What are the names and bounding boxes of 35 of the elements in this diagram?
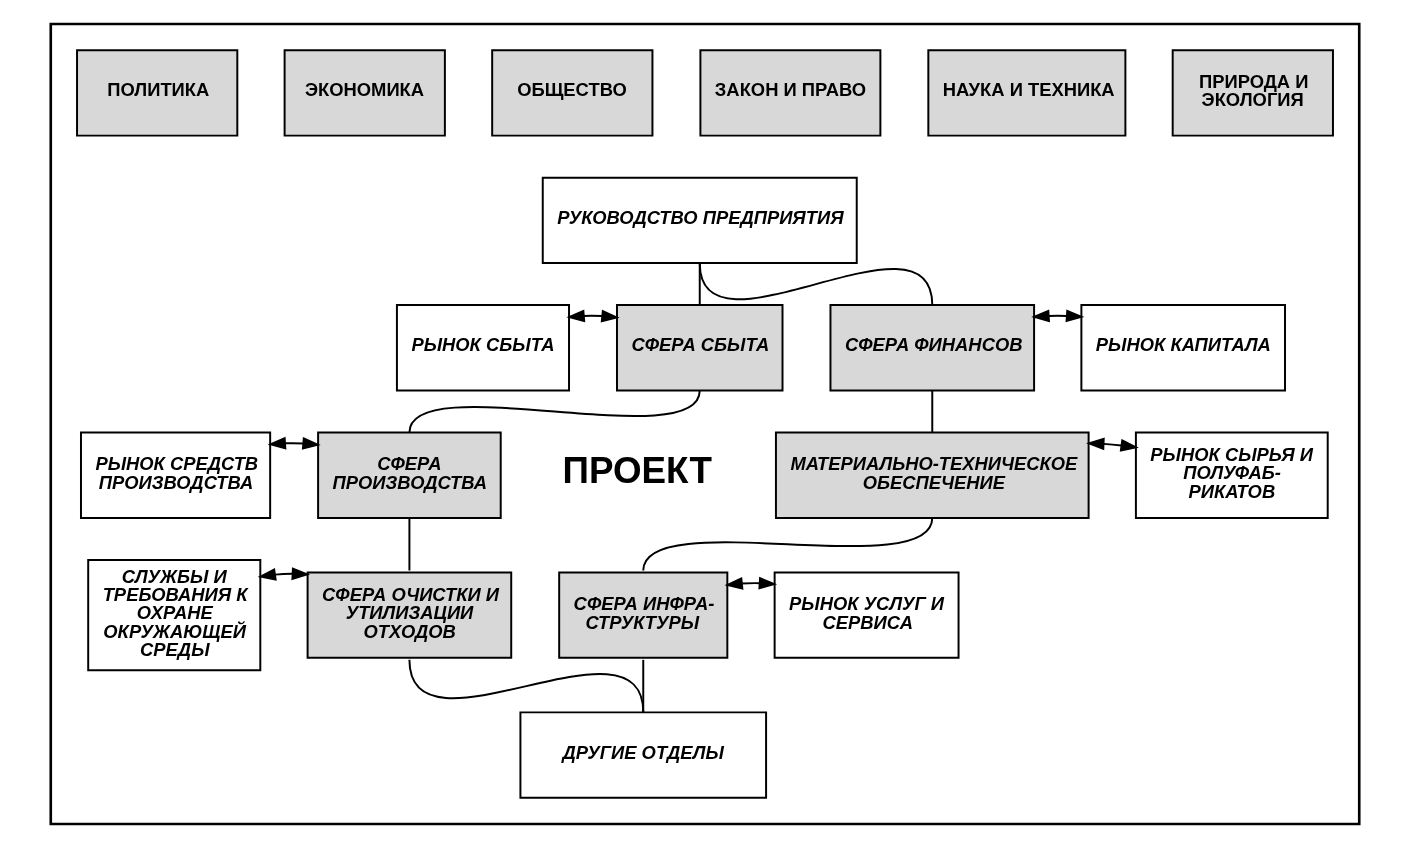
label: ПРОЕКТ	[561, 449, 712, 491]
node-box: СФЕРА СБЫТА	[615, 304, 783, 392]
connector	[641, 658, 644, 714]
connector	[407, 389, 701, 434]
node-box: СФЕРА ОЧИСТКИ И УТИЛИЗАЦИИ ОТХОДОВ	[306, 571, 512, 659]
node-box: СФЕРА ФИНАНСОВ	[828, 304, 1035, 392]
arrow	[565, 309, 620, 323]
node-box: ОБЩЕСТВО	[490, 49, 653, 137]
node-box: ДРУГИЕ ОТДЕЛЫ	[518, 711, 767, 799]
connector	[407, 658, 644, 714]
node-box: РЫНОК СРЕДСТВ ПРОИЗВОДСТВА	[79, 431, 271, 519]
node-box: СФЕРА ИНФРА- СТРУКТУРЫ	[557, 571, 728, 659]
node-box: РУКОВОДСТВО ПРЕДПРИЯТИЯ	[541, 176, 858, 265]
node-box: РЫНОК СЫРЬЯ И ПОЛУФАБ- РИКАТОВ	[1134, 431, 1329, 519]
node-box: НАУКА И ТЕХНИКА	[926, 49, 1126, 137]
node-box: ЗАКОН И ПРАВО	[698, 49, 881, 137]
node-box: МАТЕРИАЛЬНО-ТЕХНИЧЕСКОЕ ОБЕСПЕЧЕНИЕ	[774, 431, 1090, 519]
node-box: РЫНОК КАПИТАЛА	[1079, 304, 1286, 392]
connector	[641, 516, 933, 572]
node-box: РЫНОК УСЛУГ И СЕРВИСА	[773, 571, 960, 659]
arrow	[1030, 309, 1084, 323]
cluster	[48, 22, 1361, 826]
connector	[698, 262, 933, 307]
node-box: СФЕРА ПРОИЗВОДСТВА	[316, 431, 502, 519]
arrow	[257, 567, 310, 581]
arrow	[723, 576, 777, 590]
node-box: РЫНОК СБЫТА	[395, 304, 570, 392]
node-box: СЛУЖБЫ И ТРЕБОВАНИЯ К ОХРАНЕ ОКРУЖАЮЩЕЙ СРЕДЫ	[86, 559, 261, 672]
arrow	[267, 436, 321, 450]
node-box: ЭКОНОМИКА	[283, 49, 446, 137]
node-box: ПОЛИТИКА	[75, 49, 238, 137]
connector	[930, 389, 933, 434]
node-box: ПРИРОДА И ЭКОЛОГИЯ	[1171, 49, 1334, 137]
connector	[407, 516, 410, 572]
arrow	[1085, 437, 1139, 452]
